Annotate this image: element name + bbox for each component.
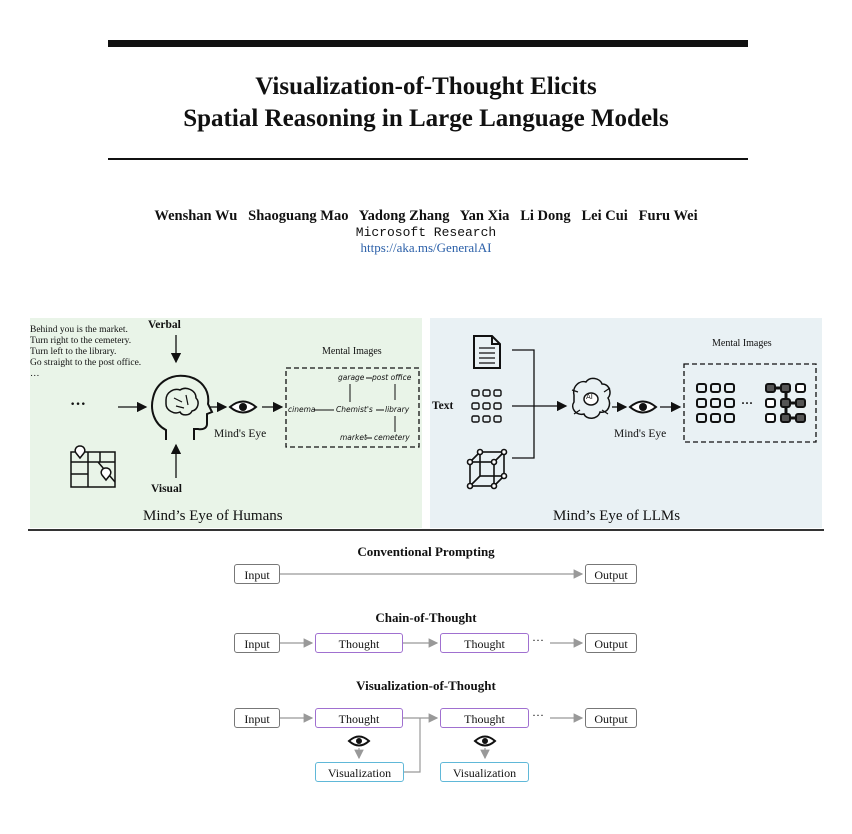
mental-images-label-llm: Mental Images [712, 338, 772, 349]
ellipsis-humans: ··· [70, 396, 87, 413]
cube-icon [466, 448, 508, 490]
title-rule [108, 158, 748, 160]
paper-url[interactable]: https://aka.ms/GeneralAI [360, 240, 492, 255]
authors: Wenshan Wu Shaoguang Mao Yadong Zhang Ya… [154, 208, 698, 224]
vot-visualization-box-2: Visualization [440, 762, 529, 782]
vot-thought-box-2: Thought [440, 708, 529, 728]
mental-grid-1 [696, 383, 735, 423]
map-icon [70, 445, 116, 488]
cot-thought-box-1: Thought [315, 633, 403, 653]
map-node-garage: garage [338, 373, 365, 382]
vot-output-box: Output [585, 708, 637, 728]
instruction-line: Behind you is the market. [30, 325, 128, 335]
ai-label: AI [586, 393, 593, 401]
cot-ellipsis: ··· [532, 633, 544, 647]
top-rule [108, 40, 748, 47]
map-node-post-office: post office [372, 373, 412, 382]
vot-thought-box-1: Thought [315, 708, 403, 728]
conventional-input-box: Input [234, 564, 280, 584]
ai-brain-icon [571, 377, 611, 419]
map-node-market: market [340, 433, 367, 442]
humans-caption: Mind’s Eye of Humans [143, 508, 283, 524]
title-line-2: Spatial Reasoning in Large Language Mode… [183, 105, 669, 132]
humans-panel [30, 318, 422, 528]
map-node-cemetery: cemetery [374, 433, 410, 442]
eye-icon-vot-2 [473, 735, 497, 747]
minds-eye-label-llm: Mind's Eye [614, 428, 667, 440]
eye-icon-vot-1 [347, 735, 371, 747]
mental-grid-2 [765, 383, 806, 423]
llm-caption: Mind’s Eye of LLMs [553, 508, 681, 524]
instruction-line: Turn left to the library. [30, 347, 117, 357]
map-node-chemists: Chemist's [336, 405, 373, 414]
text-label: Text [432, 400, 454, 412]
brain-head-icon [151, 374, 214, 440]
conventional-output-box: Output [585, 564, 637, 584]
cot-title: Chain-of-Thought [375, 610, 477, 625]
vot-input-box: Input [234, 708, 280, 728]
minds-eye-label-humans: Mind's Eye [214, 428, 267, 440]
map-node-cinema: cinema [288, 405, 316, 414]
instruction-line: Go straight to the post office. [30, 358, 142, 368]
verbal-instructions: Behind you is the market. Turn right to … [30, 325, 160, 380]
mental-images-label-humans: Mental Images [322, 346, 382, 357]
vot-ellipsis: ··· [532, 708, 544, 722]
ellipsis-llm: ··· [741, 396, 754, 410]
vot-visualization-box-1: Visualization [315, 762, 404, 782]
eye-icon-llm [628, 400, 658, 414]
visual-label: Visual [151, 483, 182, 495]
cot-output-box: Output [585, 633, 637, 653]
cot-thought-box-2: Thought [440, 633, 529, 653]
document-icon [473, 335, 501, 369]
verbal-label: Verbal [148, 319, 181, 331]
map-node-library: library [385, 405, 410, 414]
conventional-title: Conventional Prompting [357, 544, 495, 559]
cot-input-box: Input [234, 633, 280, 653]
vot-title: Visualization-of-Thought [356, 678, 496, 693]
text-grid-icon [471, 389, 502, 423]
eye-icon [228, 400, 258, 414]
title-line-1: Visualization-of-Thought Elicits [255, 73, 597, 100]
llm-panel [430, 318, 822, 528]
instruction-line: Turn right to the cemetery. [30, 336, 132, 346]
instruction-line: … [30, 369, 40, 379]
affiliation: Microsoft Research [355, 225, 497, 240]
figure-divider [28, 529, 824, 531]
